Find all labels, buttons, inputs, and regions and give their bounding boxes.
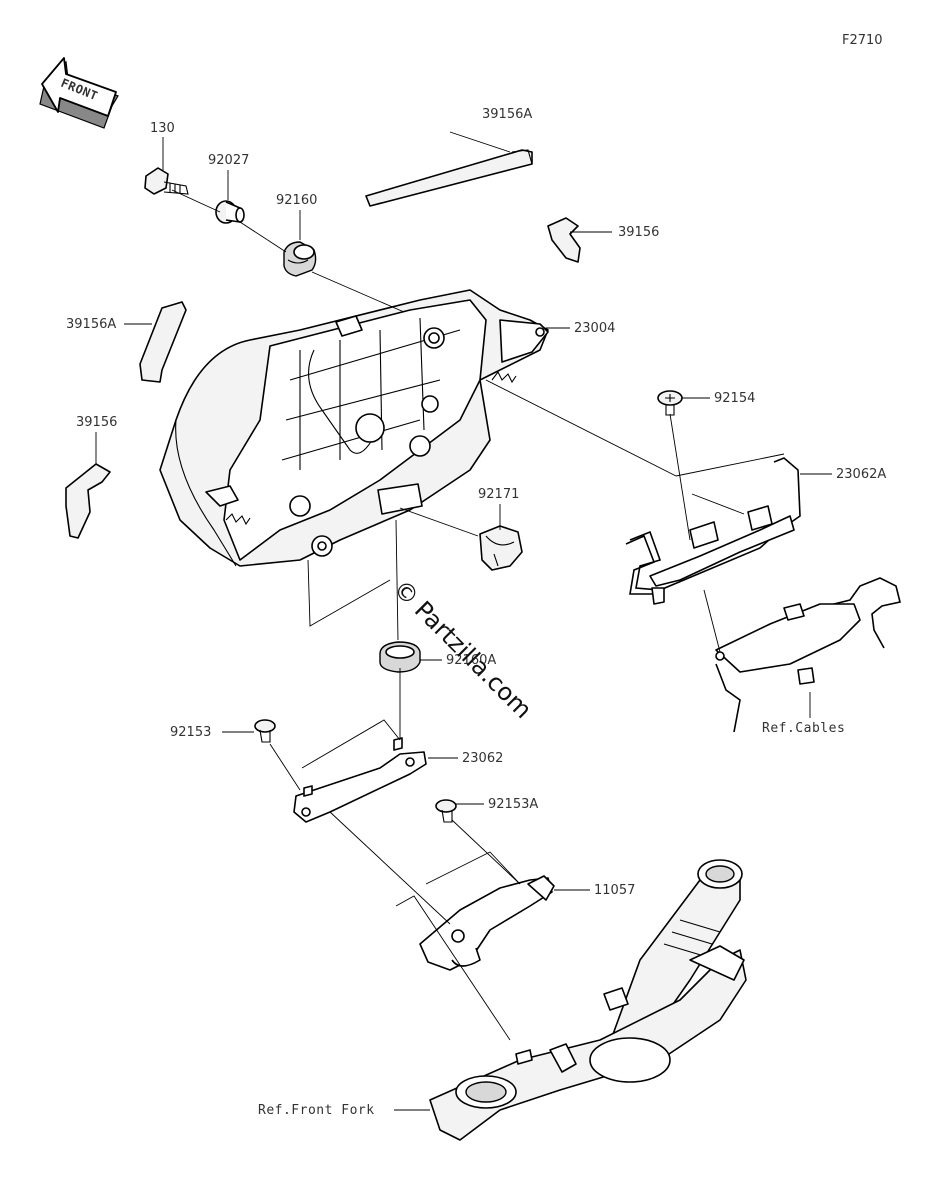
callout-130: 130 [150,121,175,136]
callout-92153A: 92153A [488,797,538,812]
bolt-92153A [435,799,457,823]
callout-92153: 92153 [170,725,211,740]
bracket-11057 [419,875,555,971]
strip-39156A-left [139,301,187,383]
callout-92160A: 92160A [446,653,496,668]
ref-cables-bracket [715,577,901,733]
strip-39156-left [65,463,111,539]
callout-92160: 92160 [276,193,317,208]
strip-39156-right [547,217,581,263]
callout-11057: 11057 [594,883,635,898]
callout-92027: 92027 [208,153,249,168]
callout-23004: 23004 [574,321,615,336]
collar-92027 [215,200,245,224]
diagram-code: F2710 [842,33,883,48]
damper-92171 [479,525,523,571]
headlight-23004 [159,289,549,567]
callout-92171: 92171 [478,487,519,502]
callout-23062: 23062 [462,751,503,766]
front-arrow-icon: FRONT [39,57,119,129]
bracket-23062 [293,737,427,823]
callout-39156-left: 39156 [76,415,117,430]
callout-23062A: 23062A [836,467,886,482]
ref-front-fork-label: Ref.Front Fork [258,1103,375,1118]
bolt-92153 [254,719,276,743]
leader-lines [95,131,832,1111]
grommet-92160 [283,241,317,277]
callout-39156A-top: 39156A [482,107,532,122]
screw-92154 [657,390,683,416]
steering-stem [429,859,747,1141]
callout-92154: 92154 [714,391,755,406]
callout-39156-right: 39156 [618,225,659,240]
bolt-130 [144,167,189,195]
grommet-92160A [379,641,421,673]
callout-39156A-left: 39156A [66,317,116,332]
bracket-23062A [625,457,801,605]
ref-cables-label: Ref.Cables [762,721,845,736]
strip-39156A-top [365,149,533,207]
